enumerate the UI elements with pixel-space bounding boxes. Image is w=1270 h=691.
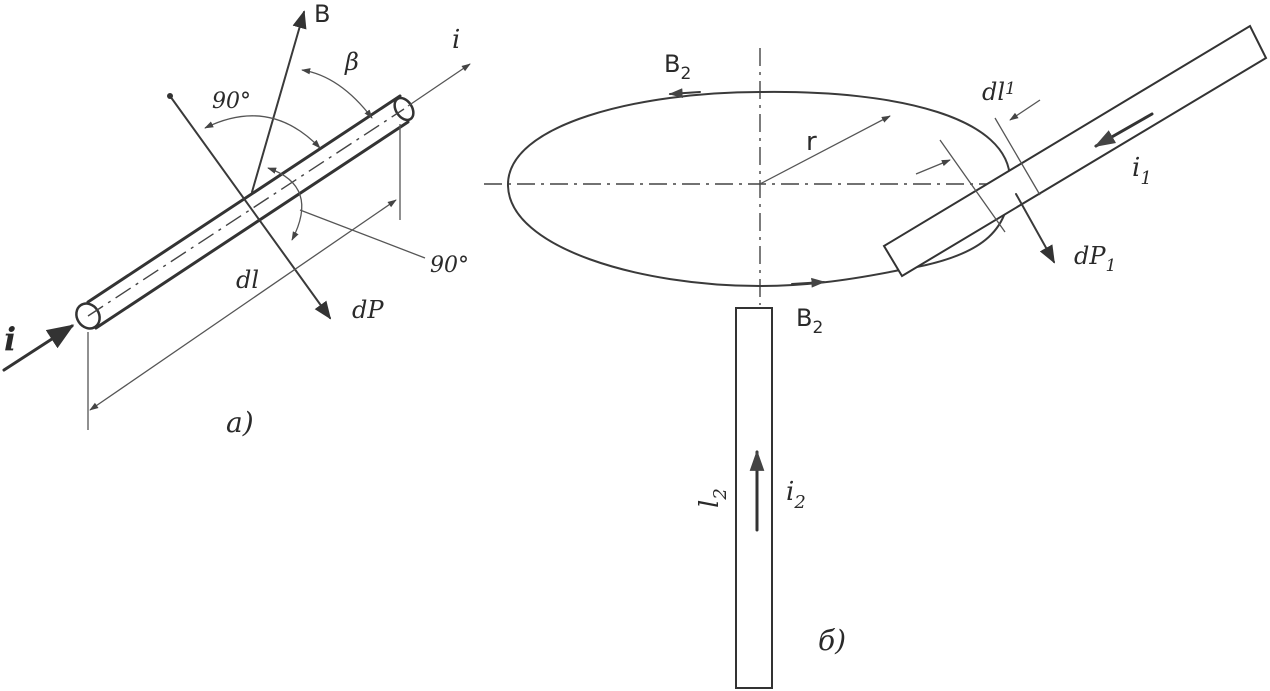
dp1-arrow: [1015, 193, 1055, 264]
label-i-left: i: [4, 320, 16, 358]
label-l2: l2: [695, 488, 731, 508]
caption-b: б): [818, 624, 846, 657]
b2-bottom-arrow: [791, 277, 826, 288]
label-i-top: i: [452, 25, 460, 55]
label-dl: dl: [236, 266, 259, 294]
current-i1-arrow: [1094, 112, 1154, 148]
angle-arc-beta: [301, 68, 373, 119]
radius-arrow: [759, 115, 891, 185]
angle-arc-upper: [204, 115, 321, 149]
label-angle-lower: 90°: [430, 253, 469, 278]
label-i1: i1: [1132, 153, 1152, 189]
figure-a: B β i i 90° 90° dl dP a): [2, 0, 471, 439]
b-vector: [251, 10, 307, 193]
figure-b: B2 B2 r dl1 i1 dP1 l2 i2 б): [484, 24, 1268, 689]
dl1-arrow: [1009, 99, 1041, 121]
b2-top-arrow: [668, 88, 701, 99]
conductor-1: [882, 24, 1268, 278]
current-out-arrow: [407, 63, 471, 107]
label-beta: β: [344, 48, 359, 76]
label-b2-top: B2: [664, 50, 691, 84]
field-loop-b2: [506, 90, 1012, 288]
current-in-arrow: [2, 324, 75, 372]
label-r: r: [806, 127, 817, 157]
label-b2-bottom: B2: [796, 304, 823, 338]
dl-dimension: [87, 124, 401, 430]
label-i2: i2: [786, 477, 806, 513]
caption-a: a): [226, 406, 254, 439]
field-arrow-at-conductor: [915, 159, 951, 175]
label-dp1: dP1: [1074, 242, 1116, 276]
label-angle-upper: 90°: [212, 89, 251, 114]
conductor-2: [735, 307, 773, 689]
label-b: B: [314, 0, 330, 28]
label-dl1: dl1: [982, 78, 1016, 106]
label-dp: dP: [352, 296, 384, 324]
